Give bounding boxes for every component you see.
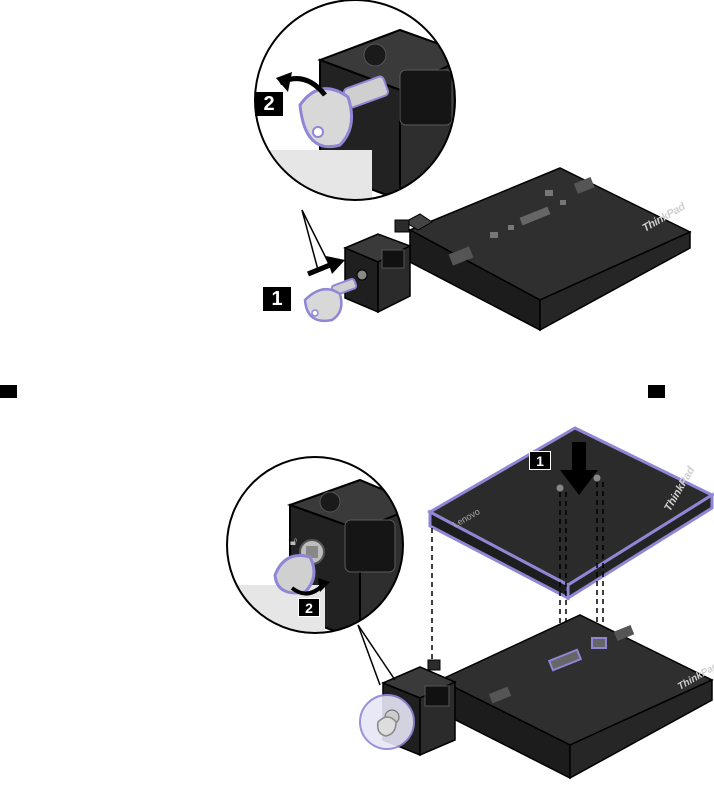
lock-icon: 🔓︎: [290, 535, 297, 548]
step-badge-2: 2: [298, 598, 320, 617]
docking-station: [440, 615, 712, 778]
step-badge-1: 1: [529, 451, 551, 470]
zoom-callout-bottom: [225, 457, 420, 640]
